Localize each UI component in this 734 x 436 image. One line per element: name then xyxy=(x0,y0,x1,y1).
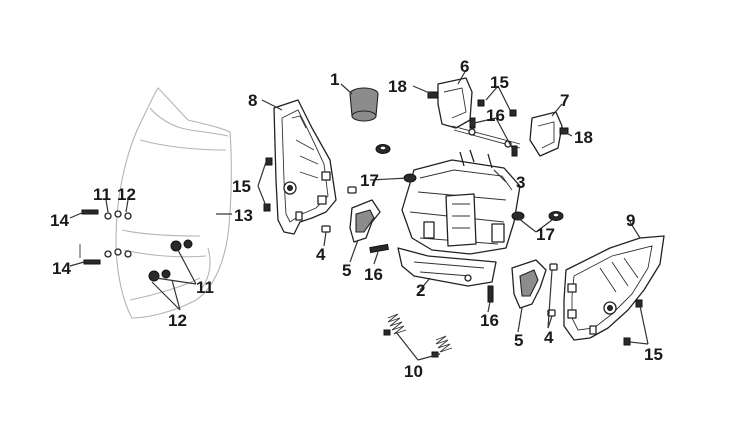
callout-labels: 1 2 3 4 4 5 5 6 7 8 9 10 11 11 12 12 13 … xyxy=(50,57,663,381)
callout-label: 15 xyxy=(490,73,509,92)
windshield xyxy=(115,87,232,319)
callout-label: 14 xyxy=(50,211,69,230)
callout-label: 5 xyxy=(342,261,351,280)
callout-label: 12 xyxy=(168,311,187,330)
callout-label: 12 xyxy=(117,185,136,204)
callout-label: 16 xyxy=(364,265,383,284)
base-plate xyxy=(397,247,497,287)
right-trim-panel xyxy=(563,235,665,341)
callout-label: 15 xyxy=(232,177,251,196)
callout-label: 17 xyxy=(536,225,555,244)
rubber-bushing xyxy=(349,87,379,122)
callout-label: 7 xyxy=(560,91,569,110)
callout-label: 15 xyxy=(644,345,663,364)
callout-label: 16 xyxy=(486,106,505,125)
callout-label: 11 xyxy=(196,278,214,297)
upper-left-bracket xyxy=(427,77,473,129)
springs xyxy=(383,313,453,358)
spacers xyxy=(321,186,558,317)
windshield-fasteners xyxy=(79,209,193,282)
callout-label: 5 xyxy=(514,331,523,350)
callout-label: 9 xyxy=(626,211,635,230)
leader-lines xyxy=(69,69,649,361)
grommet-left xyxy=(375,144,417,183)
callout-label: 10 xyxy=(404,362,423,381)
left-trim-panel xyxy=(273,99,337,235)
grommet-right xyxy=(511,211,564,221)
cross-rod xyxy=(451,125,521,149)
callout-label: 16 xyxy=(480,311,499,330)
nuts xyxy=(263,99,643,346)
callout-label: 4 xyxy=(316,245,326,264)
callout-label: 1 xyxy=(330,70,339,89)
callout-label: 17 xyxy=(360,171,379,190)
callout-label: 2 xyxy=(416,281,425,300)
clip-left xyxy=(349,199,381,243)
callout-label: 18 xyxy=(574,128,593,147)
callout-label: 8 xyxy=(248,91,257,110)
callout-label: 18 xyxy=(388,77,407,96)
callout-label: 14 xyxy=(52,259,71,278)
upper-right-bracket xyxy=(529,111,569,157)
callout-label: 6 xyxy=(460,57,469,76)
callout-label: 4 xyxy=(544,328,554,347)
callout-label: 13 xyxy=(234,206,253,225)
bracket-frame xyxy=(401,149,521,255)
callout-label: 11 xyxy=(93,185,111,204)
clip-right xyxy=(511,259,547,309)
callout-label: 3 xyxy=(516,173,525,192)
